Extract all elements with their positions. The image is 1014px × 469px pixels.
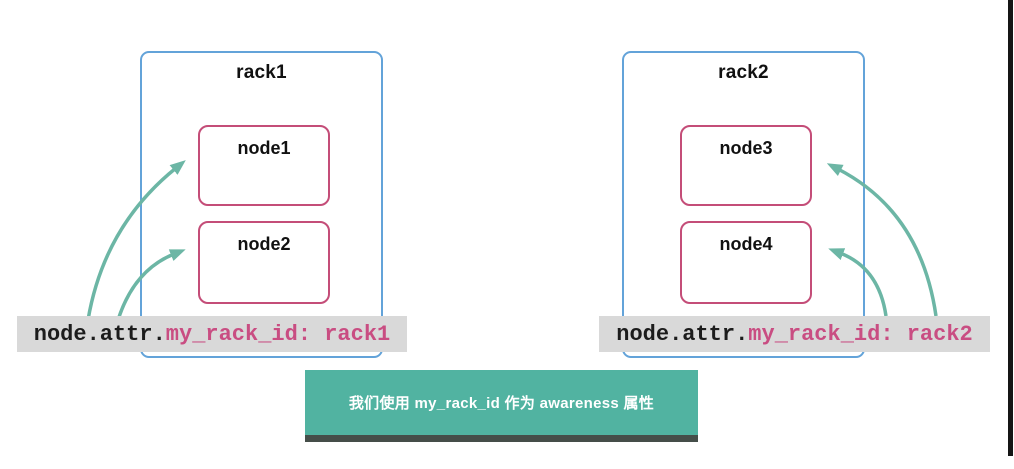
rack2-attr-label: node.attr.my_rack_id: rack2: [599, 316, 990, 352]
rack1-title: rack1: [236, 62, 287, 83]
node3-box: node3: [680, 125, 812, 206]
node4-box: node4: [680, 221, 812, 304]
rack2-container: rack2 node3 node4: [622, 51, 865, 358]
node3-label: node3: [719, 138, 773, 158]
rack2-attr-value: my_rack_id: rack2: [748, 321, 973, 347]
arrow-to-node2-icon: [116, 249, 186, 321]
node4-label: node4: [719, 234, 773, 254]
caption-text: 我们使用 my_rack_id 作为 awareness 属性: [348, 395, 655, 412]
rack1-attr-label: node.attr.my_rack_id: rack1: [17, 316, 407, 352]
node1-label: node1: [237, 138, 291, 158]
arrow-to-node4-icon: [828, 248, 888, 317]
arrow-to-node3-icon: [826, 163, 938, 317]
rack1-attr-prefix: node.attr.: [33, 321, 166, 347]
rack2-title: rack2: [718, 62, 769, 83]
arrow-to-node1-icon: [86, 160, 186, 321]
rack1-attr-value: my_rack_id: rack1: [165, 321, 391, 347]
rack1-container: rack1 node1 node2: [140, 51, 383, 358]
right-edge-bar: [1008, 0, 1013, 456]
rack2-attr-prefix: node.attr.: [616, 321, 749, 347]
node1-box: node1: [198, 125, 330, 206]
node2-label: node2: [237, 234, 291, 254]
node2-box: node2: [198, 221, 330, 304]
caption-banner: 我们使用 my_rack_id 作为 awareness 属性: [305, 370, 698, 442]
